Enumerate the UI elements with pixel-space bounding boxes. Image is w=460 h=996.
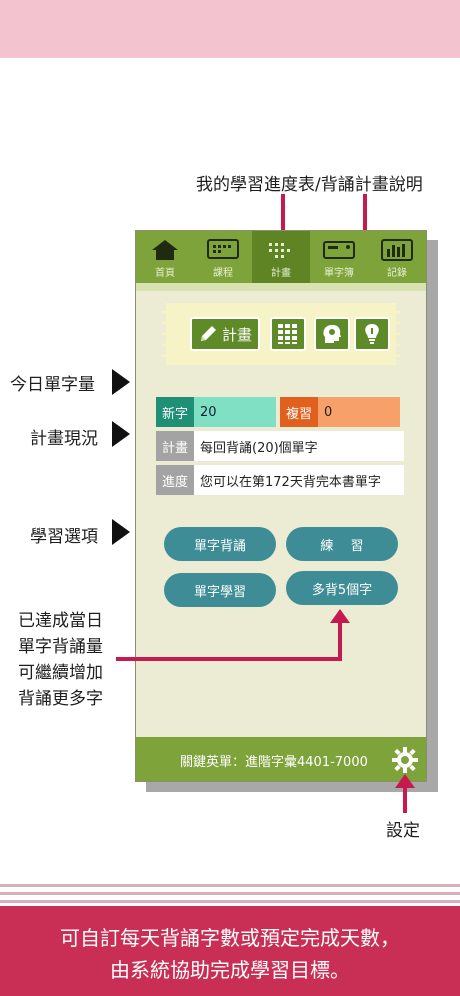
progress-value: 您可以在第172天背完本書單字 [194, 465, 404, 495]
annotation-study-options: 學習選項 [30, 527, 98, 547]
pointer-plan-status [112, 421, 130, 447]
plan-info-button[interactable] [354, 317, 390, 351]
tab-wordbook[interactable]: 單字簿 [310, 231, 368, 283]
grid-icon [277, 323, 299, 345]
progress-row: 進度 您可以在第172天背完本書單字 [156, 465, 404, 495]
annotation-line: 背誦更多字 [18, 689, 103, 709]
plan-label: 計畫 [156, 431, 194, 461]
record-icon [381, 239, 413, 261]
bulb-icon [362, 323, 382, 345]
toolbar-ribbon: 計畫 [162, 303, 400, 365]
today-counts-row: 新字 20 複習 0 [156, 397, 400, 427]
phone-screen: 首頁 課程 計畫 單字簿 記錄 [135, 230, 427, 782]
new-words-label: 新字 [156, 397, 194, 427]
home-icon [149, 239, 181, 261]
pointer-study-options [112, 519, 130, 545]
tab-record-label: 記錄 [387, 268, 407, 279]
arrow-head-more-words [330, 609, 350, 623]
tab-home[interactable]: 首頁 [136, 231, 194, 283]
annotation-plan-status: 計畫現況 [30, 429, 98, 449]
head-icon [321, 323, 343, 345]
review-value: 0 [318, 397, 400, 427]
plan-row: 計畫 每回背誦(20)個單字 [156, 431, 404, 461]
stripe [0, 900, 460, 903]
arrow-line-settings [403, 787, 407, 813]
promo-line-2: 由系統協助完成學習目標。 [110, 958, 350, 982]
review-label: 複習 [280, 397, 318, 427]
tab-course-label: 課程 [213, 268, 233, 279]
word-recite-button[interactable]: 單字背誦 [164, 527, 276, 561]
annotation-today-words: 今日單字量 [10, 375, 95, 395]
pointer-today-words [112, 369, 130, 395]
plan-value: 每回背誦(20)個單字 [194, 431, 404, 461]
tab-bar: 首頁 課程 計畫 單字簿 記錄 [136, 231, 426, 283]
gear-icon[interactable] [392, 747, 418, 773]
annotation-line: 可繼續增加 [18, 663, 103, 683]
annotation-settings: 設定 [386, 821, 420, 841]
plan-button[interactable]: 計畫 [190, 317, 260, 351]
practice-button[interactable]: 練 習 [286, 527, 398, 561]
tab-course[interactable]: 課程 [194, 231, 252, 283]
learning-profile-button[interactable] [314, 317, 350, 351]
new-words-value: 20 [194, 397, 276, 427]
tab-underline-strip [136, 283, 426, 291]
tab-record[interactable]: 記錄 [368, 231, 426, 283]
arrow-head-settings [395, 774, 415, 788]
stripe [0, 892, 460, 895]
progress-label: 進度 [156, 465, 194, 495]
course-icon [207, 239, 239, 261]
arrow-line-more-words-v [338, 622, 342, 661]
plan-icon [265, 239, 297, 261]
annotation-progress-plan: 我的學習進度表/背誦計畫說明 [196, 175, 423, 195]
tab-wordbook-label: 單字簿 [324, 268, 354, 279]
top-decorative-band [0, 0, 460, 58]
more-words-button[interactable]: 多背5個字 [286, 571, 398, 605]
progress-table-button[interactable] [270, 317, 306, 351]
stripe [0, 884, 460, 887]
tab-plan-label: 計畫 [271, 268, 291, 279]
annotation-line: 已達成當日 [18, 611, 103, 631]
book-title: 關鍵英單：進階字彙4401-7000 [180, 754, 368, 770]
promo-banner: 可自訂每天背誦字數或預定完成天數， 由系統協助完成學習目標。 [0, 906, 460, 996]
pencil-icon [198, 324, 218, 344]
annotation-line: 單字背誦量 [18, 637, 103, 657]
plan-button-label: 計畫 [221, 325, 252, 344]
promo-line-1: 可自訂每天背誦字數或預定完成天數， [60, 926, 400, 950]
tab-plan[interactable]: 計畫 [252, 231, 310, 283]
tab-home-label: 首頁 [155, 268, 175, 279]
footer-bar: 關鍵英單：進階字彙4401-7000 [136, 737, 426, 781]
arrow-line-more-words-h [116, 657, 342, 661]
word-learn-button[interactable]: 單字學習 [164, 573, 276, 607]
decorative-stripes [0, 884, 460, 906]
annotation-reached-goal: 已達成當日 單字背誦量 可繼續增加 背誦更多字 [18, 608, 103, 712]
wordbook-icon [323, 239, 355, 261]
